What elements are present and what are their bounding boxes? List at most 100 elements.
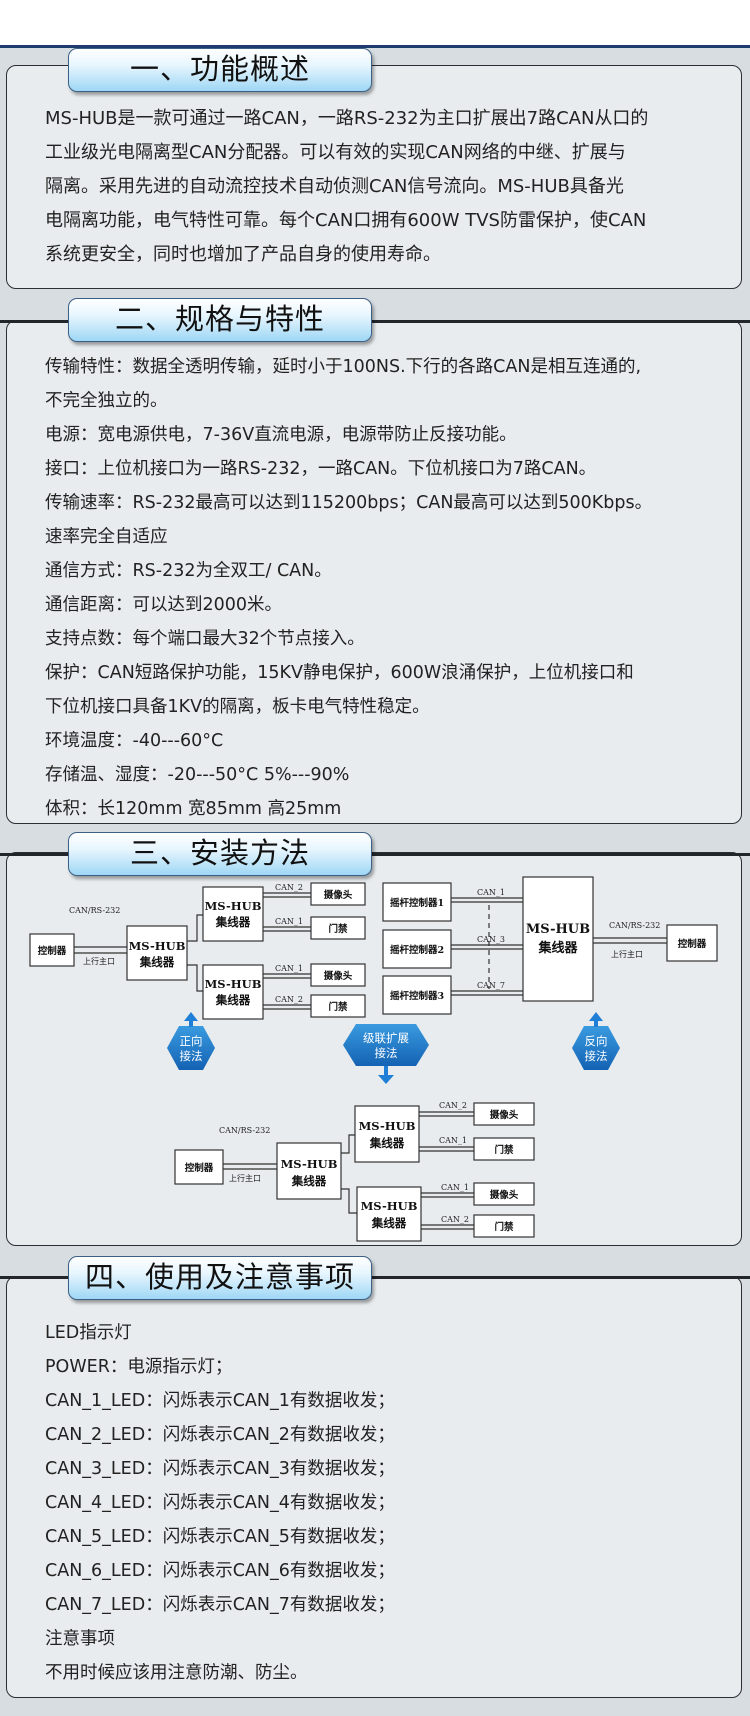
spec-line: 通信方式：RS-232为全双工/ CAN。 [45, 561, 332, 581]
section-specs: 传输特性：数据全透明传输，延时小于100NS.下行的各路CAN是相互连通的, 不… [6, 320, 742, 824]
joystick-box [382, 975, 452, 1015]
hub-label: 集线器 [371, 1216, 407, 1230]
hub-label: 集线器 [537, 940, 578, 956]
cascade-badge-text: 接法 [375, 1046, 398, 1060]
controller-label: 控制器 [38, 945, 67, 957]
controller-box [174, 1149, 224, 1185]
forward-badge-text: 接法 [180, 1049, 203, 1063]
overview-line: 电隔离功能，电气特性可靠。每个CAN口拥有600W TVS防雷保护，使CAN [45, 210, 647, 231]
can-label: CAN_1 [275, 917, 303, 926]
overview-line: 隔离。采用先进的自动流控技术自动侦测CAN信号流向。MS-HUB具备光 [45, 176, 624, 197]
overview-line: MS-HUB是一款可通过一路CAN，一路RS-232为主口扩展出7路CAN从口的 [45, 108, 649, 129]
camera-box [310, 882, 366, 906]
spec-line: 存储温、湿度：-20---50°C 5%---90% [45, 765, 350, 785]
door-box [310, 916, 366, 940]
controller-label: 控制器 [678, 938, 707, 950]
hub-box [356, 1186, 422, 1242]
cascade-badge: 级联扩展 接法 [343, 1024, 429, 1084]
can-rs232-label: CAN/RS-232 [69, 906, 120, 915]
can-label: CAN_3 [477, 935, 505, 944]
hub-box [126, 925, 188, 981]
hub-label: 集线器 [369, 1136, 405, 1150]
overview-line: 工业级光电隔离型CAN分配器。可以有效的实现CAN网络的中继、扩展与 [45, 142, 626, 163]
can-label: CAN_7 [477, 981, 505, 990]
joystick-label: 摇杆控制器3 [390, 990, 444, 1002]
usage-line: CAN_2_LED：闪烁表示CAN_2有数据收发； [45, 1425, 395, 1445]
usage-line: CAN_5_LED：闪烁表示CAN_5有数据收发； [45, 1527, 395, 1547]
usage-body: LED指示灯 POWER：电源指示灯； CAN_1_LED：闪烁表示CAN_1有… [45, 1316, 737, 1690]
hub-label: MS-HUB [129, 939, 186, 953]
section-divider [0, 1276, 750, 1279]
usage-line: LED指示灯 [45, 1323, 132, 1343]
hub-label: 集线器 [215, 915, 251, 929]
reverse-badge-text: 反向 [585, 1034, 608, 1048]
can-label: CAN_1 [477, 888, 505, 897]
uplink-label: 上行主口 [83, 956, 115, 966]
spec-line: 传输速率：RS-232最高可以达到115200bps；CAN最高可以达到500K… [45, 493, 653, 513]
section-overview: MS-HUB是一款可通过一路CAN，一路RS-232为主口扩展出7路CAN从口的… [6, 65, 742, 289]
reverse-badge: 反向 接法 [572, 1012, 620, 1070]
can-label: CAN_2 [275, 995, 303, 1004]
hub-label: MS-HUB [205, 977, 262, 991]
spec-line: 电源：宽电源供电，7-36V直流电源，电源带防止反接功能。 [45, 425, 517, 445]
joystick-box [382, 929, 452, 969]
door-label: 门禁 [328, 1001, 348, 1013]
camera-label: 摄像头 [490, 1109, 519, 1121]
can-label: CAN_1 [439, 1136, 467, 1145]
usage-line: 不用时候应该用注意防潮、防尘。 [45, 1663, 308, 1683]
spec-line: 环境温度：-40---60°C [45, 731, 224, 751]
hub-label: MS-HUB [281, 1157, 338, 1171]
camera-label: 摄像头 [324, 889, 353, 901]
spec-line: 通信距离：可以达到2000米。 [45, 595, 283, 615]
spec-line: 保护：CAN短路保护功能，15KV静电保护，600W浪涌保护，上位机接口和 [45, 663, 634, 683]
can-label: CAN_2 [441, 1215, 469, 1224]
spec-line: 不完全独立的。 [45, 391, 168, 411]
hub-label: 集线器 [291, 1174, 327, 1188]
hub-box-large [522, 876, 594, 1002]
uplink-label: 上行主口 [611, 949, 643, 959]
spec-line: 传输特性：数据全透明传输，延时小于100NS.下行的各路CAN是相互连通的, [45, 357, 642, 377]
section-usage: LED指示灯 POWER：电源指示灯； CAN_1_LED：闪烁表示CAN_1有… [6, 1276, 742, 1698]
spec-line: 接口：上位机接口为一路RS-232，一路CAN。下位机接口为7路CAN。 [45, 459, 597, 479]
can-rs232-label: CAN/RS-232 [609, 921, 660, 930]
spec-line: 速率完全自适应 [45, 527, 168, 547]
section-divider [0, 853, 750, 856]
hub-box [354, 1105, 420, 1163]
overview-body: MS-HUB是一款可通过一路CAN，一路RS-232为主口扩展出7路CAN从口的… [45, 102, 737, 272]
hub-box [276, 1142, 342, 1200]
can-rs232-label: CAN/RS-232 [219, 1126, 270, 1135]
can-label: CAN_1 [441, 1183, 469, 1192]
controller-label: 控制器 [185, 1162, 214, 1174]
usage-line: CAN_6_LED：闪烁表示CAN_6有数据收发； [45, 1561, 395, 1581]
hub-label: 集线器 [215, 993, 251, 1007]
hub-box [202, 886, 264, 942]
section-title-install: 三、安装方法 [68, 832, 372, 876]
hub-label: MS-HUB [359, 1119, 416, 1133]
usage-line: POWER：电源指示灯； [45, 1357, 233, 1377]
section-install: 控制器 控制器 控制器 摄像头 门禁 摄像头 门禁 摄像头 门禁 摄像头 门禁 … [6, 852, 742, 1246]
joystick-box [382, 882, 452, 922]
door-box [473, 1214, 535, 1238]
usage-line: CAN_4_LED：闪烁表示CAN_4有数据收发； [45, 1493, 395, 1513]
hub-label: MS-HUB [361, 1199, 418, 1213]
top-band [0, 0, 750, 48]
forward-badge: 正向 接法 [167, 1012, 215, 1070]
door-label: 门禁 [328, 923, 348, 935]
joystick-label: 摇杆控制器2 [390, 944, 444, 956]
hub-label: 集线器 [139, 955, 175, 969]
section-title-usage: 四、使用及注意事项 [68, 1256, 372, 1300]
camera-box [310, 963, 366, 987]
door-label: 门禁 [494, 1221, 514, 1233]
can-label: CAN_1 [275, 964, 303, 973]
camera-label: 摄像头 [324, 970, 353, 982]
usage-line: CAN_1_LED：闪烁表示CAN_1有数据收发； [45, 1391, 395, 1411]
section-title-overview: 一、功能概述 [68, 48, 372, 92]
hub-box [202, 964, 264, 1020]
overview-line: 系统更安全，同时也增加了产品自身的使用寿命。 [45, 244, 441, 265]
spec-line: 支持点数：每个端口最大32个节点接入。 [45, 629, 365, 649]
camera-label: 摄像头 [490, 1189, 519, 1201]
door-box [473, 1137, 535, 1161]
usage-line: CAN_3_LED：闪烁表示CAN_3有数据收发； [45, 1459, 395, 1479]
hub-label: MS-HUB [205, 899, 262, 913]
can-label: CAN_2 [439, 1101, 467, 1110]
